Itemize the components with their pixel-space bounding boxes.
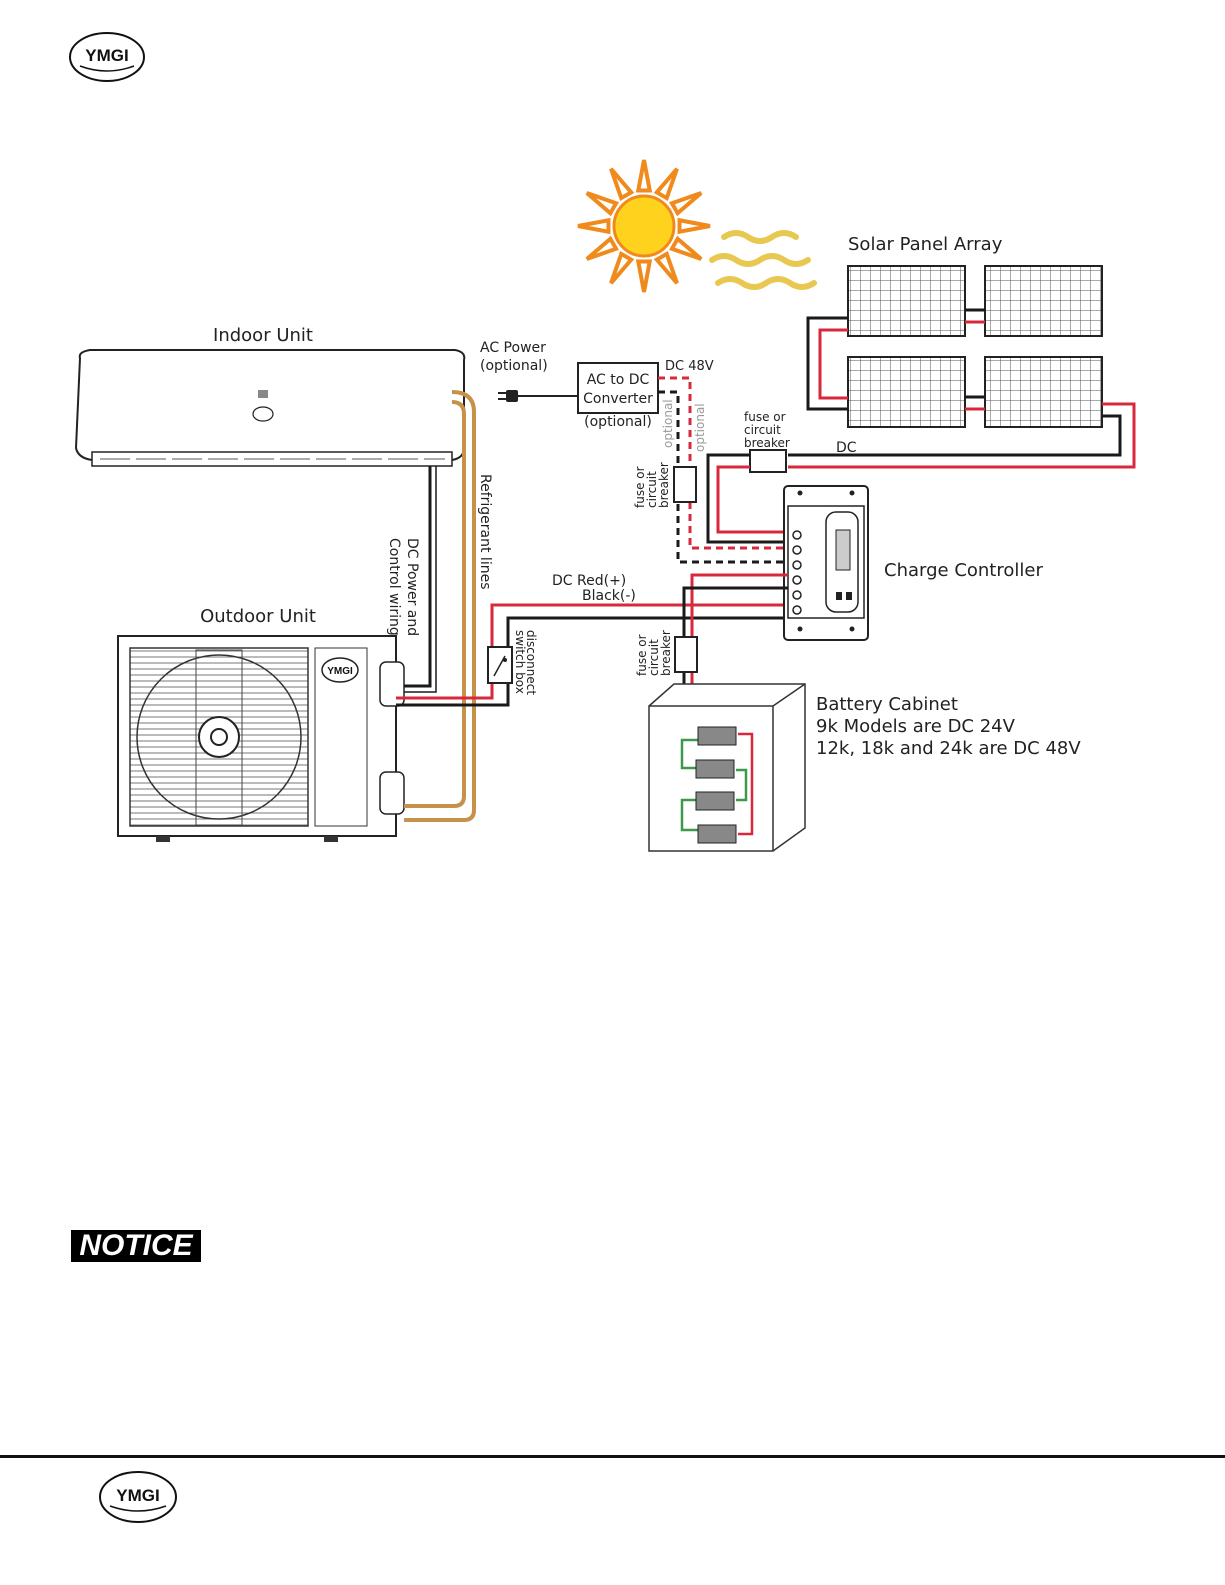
fuse-battery — [674, 636, 698, 673]
converter-optional-label: (optional) — [584, 414, 652, 430]
sun-ray — [668, 191, 703, 217]
ac-dc-converter — [577, 362, 659, 414]
sun-ray — [653, 250, 679, 285]
sun-ray — [635, 259, 653, 293]
dc-power-label-1: DC Power and — [404, 538, 420, 636]
control-wire — [404, 466, 432, 688]
fuse-top-label-1: fuse or — [744, 410, 786, 424]
notice-badge: NOTICE — [71, 1230, 201, 1262]
logo-text-bottom: YMGI — [116, 1486, 159, 1505]
battery-strings — [680, 732, 754, 836]
charge-controller-label: Charge Controller — [884, 560, 1043, 581]
fuse-solar — [749, 449, 787, 473]
sun-ray — [653, 167, 679, 202]
sun-ray — [635, 159, 653, 193]
optional-label-1: optional — [661, 399, 675, 448]
black-label: Black(-) — [582, 588, 636, 604]
disconnect-label-1: disconnect — [524, 630, 538, 695]
converter-label-1: AC to DC — [587, 372, 650, 388]
battery-line-1: 9k Models are DC 24V — [816, 716, 1016, 737]
fuse-mid-label-3: breaker — [657, 462, 671, 508]
ac-plug-icon — [498, 390, 578, 402]
disconnect-switch-box — [487, 646, 513, 684]
solar-panel-array-label: Solar Panel Array — [848, 234, 1003, 255]
footer-divider — [0, 1455, 1225, 1458]
sun-ray — [585, 191, 620, 217]
sun-ray — [668, 235, 703, 261]
fuse-top-label-3: breaker — [744, 436, 790, 450]
fuse-low-label-2: circuit — [647, 639, 661, 676]
sun-ray — [677, 217, 711, 235]
outdoor-logo-text: YMGI — [327, 666, 353, 677]
sun-ray — [609, 250, 635, 285]
converter-label-2: Converter — [583, 391, 653, 407]
dc-48v-label: DC 48V — [665, 359, 714, 374]
dc-red-label: DC Red(+) — [552, 573, 626, 589]
panel-wiring — [788, 308, 1136, 469]
fuse-low-label-3: breaker — [659, 630, 673, 676]
fuse-converter — [673, 466, 697, 503]
fuse-mid-label-1: fuse or — [633, 466, 647, 508]
fuse-mid-label-2: circuit — [645, 471, 659, 508]
refrigerant-lines-label: Refrigerant lines — [477, 474, 493, 590]
heat-waves-icon — [709, 230, 817, 290]
battery-cabinet-label: Battery Cabinet — [816, 694, 958, 715]
optional-converter-wires — [658, 376, 788, 564]
fuse-low-label-1: fuse or — [635, 634, 649, 676]
sun-icon — [577, 159, 711, 293]
dc-top-label: DC — [836, 440, 857, 456]
fuse-top-label-2: circuit — [744, 423, 781, 437]
outdoor-unit-label: Outdoor Unit — [200, 606, 316, 627]
battery-line-2: 12k, 18k and 24k are DC 48V — [816, 738, 1081, 759]
sun-ray — [577, 217, 611, 235]
ymgi-logo-top: YMGI — [69, 32, 145, 82]
indoor-unit — [74, 349, 466, 467]
solar-to-controller-wires — [706, 453, 788, 544]
ac-power-label-1: AC Power — [480, 340, 546, 356]
sun-ray — [609, 167, 635, 202]
solar-panel-array — [847, 265, 1103, 428]
ymgi-logo-bottom: YMGI — [99, 1471, 177, 1523]
optional-label-2: optional — [693, 403, 707, 452]
batteries — [695, 726, 737, 844]
logo-text: YMGI — [85, 46, 128, 65]
dc-power-label-2: Control wiring — [386, 538, 402, 636]
charge-controller — [783, 485, 869, 641]
ac-power-label-2: (optional) — [480, 358, 548, 374]
disconnect-label-2: switch box — [513, 630, 527, 694]
sun-ray — [585, 235, 620, 261]
refrigerant-lines — [404, 390, 476, 822]
indoor-unit-label: Indoor Unit — [213, 325, 313, 346]
outdoor-unit: YMGI — [117, 635, 405, 842]
